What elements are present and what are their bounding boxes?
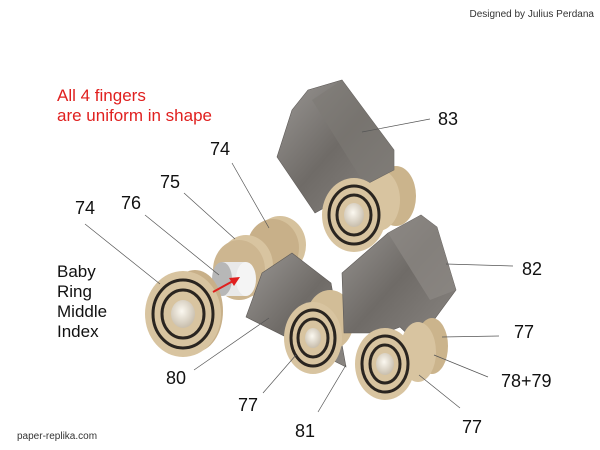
label-75: 75 [160,172,180,192]
finger-index: Index [57,322,99,341]
label-78-79: 78+79 [501,371,552,391]
label-82: 82 [522,259,542,279]
label-74-top: 74 [210,139,230,159]
part-82-face [388,215,456,300]
note-line-1: All 4 fingers [57,86,146,105]
label-80: 80 [166,368,186,388]
website-link[interactable]: paper-replika.com [17,431,97,442]
label-74-left: 74 [75,198,95,218]
designer-credit: Designed by Julius Perdana [469,9,594,20]
insert-arrow [212,277,240,293]
label-77-bottom: 77 [238,395,258,415]
leader-lines [84,118,514,413]
pin-76 [212,262,256,296]
label-77-lower-right: 77 [462,417,482,437]
wheel-74-left [145,270,223,357]
finger-baby: Baby [57,262,96,281]
part-83-face [312,80,394,185]
label-83: 83 [438,109,458,129]
wheel-lower-right-front [355,328,415,400]
label-81: 81 [295,421,315,441]
finger-ring: Ring [57,282,92,301]
wheel-top-front [322,178,386,252]
wheel-middle-front [284,302,342,374]
label-77-right: 77 [514,322,534,342]
finger-middle: Middle [57,302,107,321]
note-line-2: are uniform in shape [57,106,212,125]
label-76: 76 [121,193,141,213]
